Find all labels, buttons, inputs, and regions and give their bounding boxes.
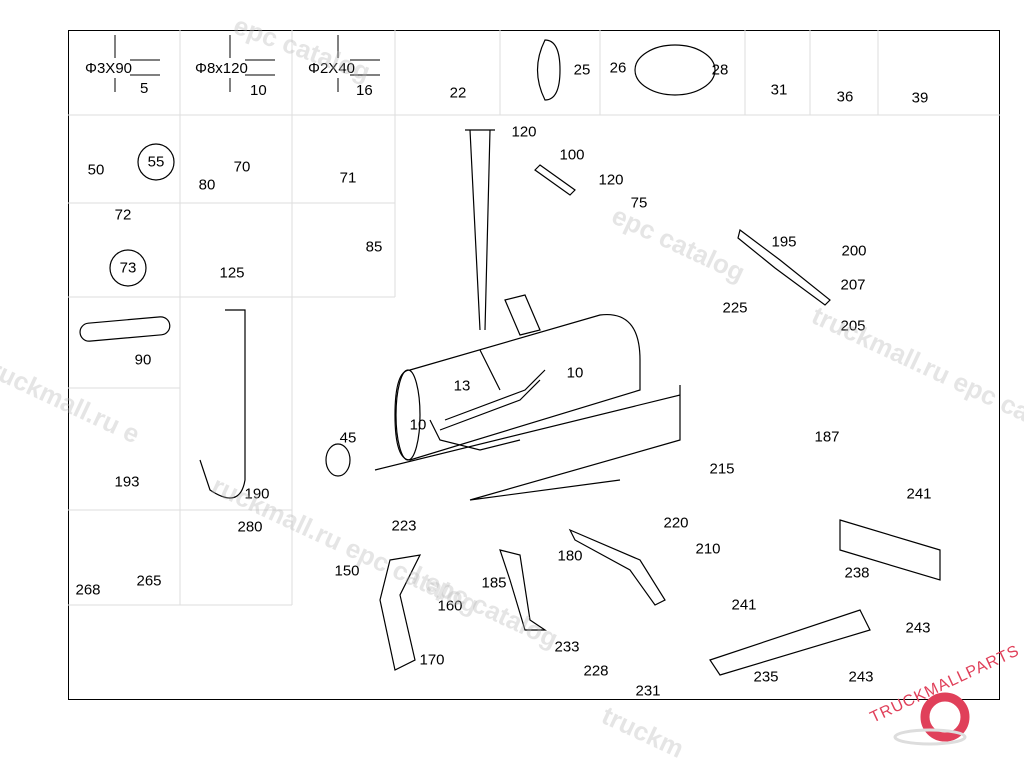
part-label: 13 [453, 377, 471, 395]
part-label: 22 [449, 84, 467, 102]
part-label: 80 [198, 176, 216, 194]
dimension-text: Φ3X90 [85, 60, 132, 77]
part-label: 180 [557, 547, 583, 565]
part-label: 195 [771, 233, 797, 251]
diagram-frame [68, 30, 1000, 700]
part-label: 207 [840, 276, 866, 294]
part-label: 36 [836, 88, 854, 106]
part-label: 160 [437, 597, 463, 615]
part-label: 70 [233, 158, 251, 176]
part-label: 243 [848, 668, 874, 686]
part-label: 150 [334, 562, 360, 580]
part-label: 5 [140, 80, 149, 97]
part-label: 220 [663, 514, 689, 532]
dimension-lines [114, 35, 380, 92]
part-label: 72 [114, 206, 132, 224]
part-label: 10 [409, 416, 427, 434]
part-label: 10 [250, 82, 267, 99]
part-label: 16 [356, 82, 373, 99]
part-label: 31 [770, 81, 788, 99]
part-label: 125 [219, 264, 245, 282]
part-label: 90 [134, 351, 152, 369]
dimension-text: Φ8x120 [195, 60, 248, 77]
part-label: 265 [136, 572, 162, 590]
part-label: 85 [365, 238, 383, 256]
part-label: 71 [339, 169, 357, 187]
part-label: 238 [844, 564, 870, 582]
part-label: 243 [905, 619, 931, 637]
part-sketches [79, 39, 941, 676]
part-label: 268 [75, 581, 101, 599]
part-label: 205 [840, 317, 866, 335]
part-label: 25 [573, 61, 591, 79]
part-label: 185 [481, 574, 507, 592]
part-label: 200 [841, 242, 867, 260]
part-label: 233 [554, 638, 580, 656]
part-label: 55 [147, 153, 165, 171]
part-label: 170 [419, 651, 445, 669]
part-label: 190 [244, 485, 270, 503]
part-label: 39 [911, 89, 929, 107]
part-label: 223 [391, 517, 417, 535]
part-label: 26 [609, 59, 627, 77]
part-label: 280 [237, 518, 263, 536]
part-label: 75 [630, 194, 648, 212]
part-label: 45 [339, 429, 357, 447]
part-label: 215 [709, 460, 735, 478]
part-label: 241 [906, 485, 932, 503]
part-label: 193 [114, 473, 140, 491]
dimension-text: Φ2X40 [308, 60, 355, 77]
part-label: 73 [119, 259, 137, 277]
part-label: 241 [731, 596, 757, 614]
part-label: 228 [583, 662, 609, 680]
part-label: 10 [566, 364, 584, 382]
part-label: 50 [87, 161, 105, 179]
part-label: 235 [753, 668, 779, 686]
part-label: 225 [722, 299, 748, 317]
part-label: 100 [559, 146, 585, 164]
part-label: 231 [635, 682, 661, 700]
part-label: 210 [695, 540, 721, 558]
truckmallparts-logo [893, 692, 970, 746]
part-label: 120 [598, 171, 624, 189]
part-label: 120 [511, 123, 537, 141]
grid-lines [68, 30, 1000, 606]
part-label: 187 [814, 428, 840, 446]
part-label: 28 [711, 61, 729, 79]
